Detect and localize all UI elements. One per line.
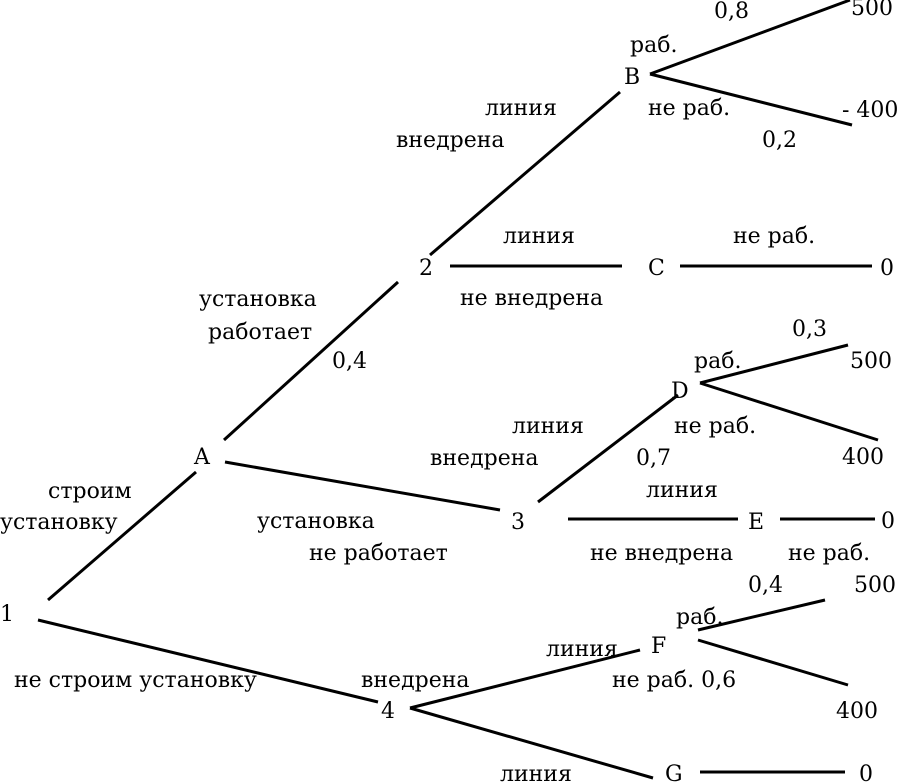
label-line3-not-1: линия [646,478,718,503]
payoff-f-fail: 400 [836,699,878,724]
payoff-f-work: 500 [854,573,896,598]
label-b-work: раб. [630,33,677,58]
label-line4-impl-1: линия [546,637,618,662]
branches [37,0,879,780]
node-labels: 1 A 2 3 4 B C D E F G [0,65,764,783]
payoff-d-fail: 400 [842,445,884,470]
label-line2-impl-2: внедрена [396,128,505,153]
branch-1-4 [37,618,379,704]
label-not-works-2: не работает [309,541,448,566]
label-e-fail: не раб. [788,541,870,566]
payoff-b-work: 500 [851,0,893,21]
branch-2-b [429,90,621,257]
branch-b-fail [649,72,853,127]
branch-f-fail [697,638,849,687]
label-line3-not-2: не внедрена [590,541,733,566]
branch-d-fail [699,381,879,442]
branch-a-2 [222,280,400,442]
node-d: D [671,379,689,404]
node-f: F [651,634,666,659]
payoff-e: 0 [881,509,895,534]
payoff-b-fail: - 400 [842,98,898,123]
label-d-fail: не раб. [674,414,756,439]
label-works-prob: 0,4 [332,349,367,374]
node-a: A [193,445,211,470]
label-b-fail: не раб. [648,96,730,121]
node-1: 1 [0,602,14,627]
payoffs: 500 - 400 0 500 400 0 500 400 0 [836,0,898,783]
branch-d-work [699,343,849,385]
label-d-fail-prob: 0,7 [636,446,671,471]
branch-labels: строим установку не строим установку уст… [0,0,870,783]
label-b-fail-prob: 0,2 [762,128,797,153]
label-f-work-prob: 0,4 [748,573,783,598]
label-works-1: установка [199,287,317,312]
node-e: E [748,510,764,535]
payoff-d-work: 500 [850,349,892,374]
branch-a-3 [224,460,501,512]
node-4: 4 [381,699,395,724]
label-d-work-prob: 0,3 [792,317,827,342]
label-not-build: не строим установку [14,668,257,693]
node-3: 3 [511,510,525,535]
branch-f-work [697,598,826,632]
label-build-1: строим [48,479,132,504]
label-b-work-prob: 0,8 [714,0,749,24]
label-d-work: раб. [694,349,741,374]
node-g: G [665,762,683,783]
label-f-work: раб. [676,605,723,630]
branch-4-f [409,648,641,710]
label-f-fail: не раб. 0,6 [612,668,736,693]
label-c-fail: не раб. [733,224,815,249]
label-not-works-1: установка [257,509,375,534]
label-line4-impl-2: внедрена [361,668,470,693]
label-line3-impl-1: линия [512,414,584,439]
node-c: C [648,256,665,281]
branch-4-g [409,706,654,780]
label-line2-not-1: линия [503,224,575,249]
label-works-2: работает [208,320,312,345]
branch-b-work [649,0,851,76]
branch-3-d [537,393,679,504]
label-line3-impl-2: внедрена [430,446,539,471]
label-line2-impl-1: линия [485,96,557,121]
node-b: B [624,65,640,90]
payoff-c: 0 [880,256,894,281]
label-line2-not-2: не внедрена [460,286,603,311]
payoff-g: 0 [859,762,873,783]
branch-1-a [47,470,197,602]
label-build-2: установку [0,510,118,535]
label-line4-not: линия [500,762,572,783]
node-2: 2 [419,256,433,281]
